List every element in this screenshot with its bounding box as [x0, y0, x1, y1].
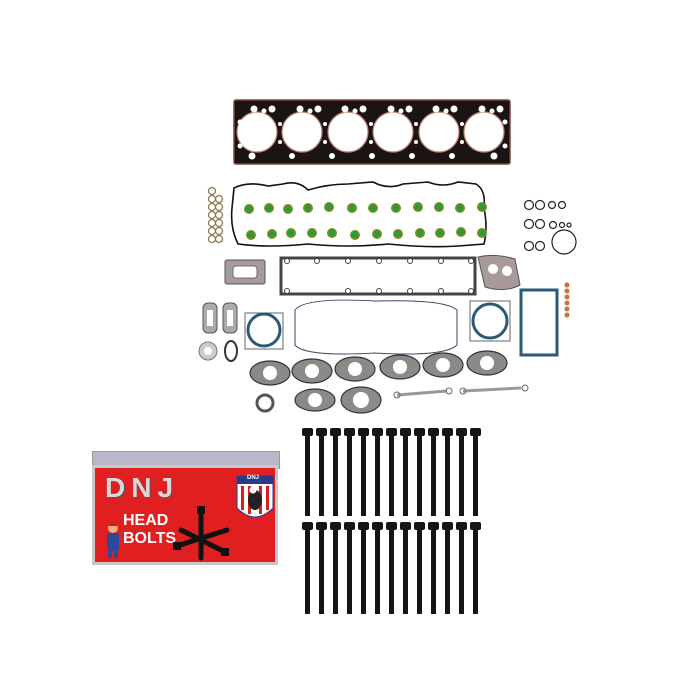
crossed-bolts-icon: [171, 506, 231, 564]
box-label-line1: HEAD: [123, 512, 169, 529]
badge-text: DNJ: [247, 475, 260, 481]
head-bolts-box: DNJ HEAD BOLTS DNJ: [92, 451, 280, 569]
valve-cover-gasket: [228, 178, 490, 250]
o-ring-group-right: [524, 198, 584, 260]
brand-logo: DNJ: [105, 472, 180, 503]
box-face: DNJ HEAD BOLTS DNJ: [92, 465, 278, 565]
head-gasket: [232, 94, 512, 168]
mascot-icon: [101, 520, 125, 560]
box-label-line2: BOLTS: [123, 530, 177, 547]
head-bolts-top-row: [300, 426, 490, 518]
small-o-ring-stack: [205, 186, 227, 246]
head-bolts-bottom-row: [300, 520, 490, 616]
misc-gaskets: [195, 255, 595, 415]
flag-badge: DNJ: [235, 474, 275, 526]
